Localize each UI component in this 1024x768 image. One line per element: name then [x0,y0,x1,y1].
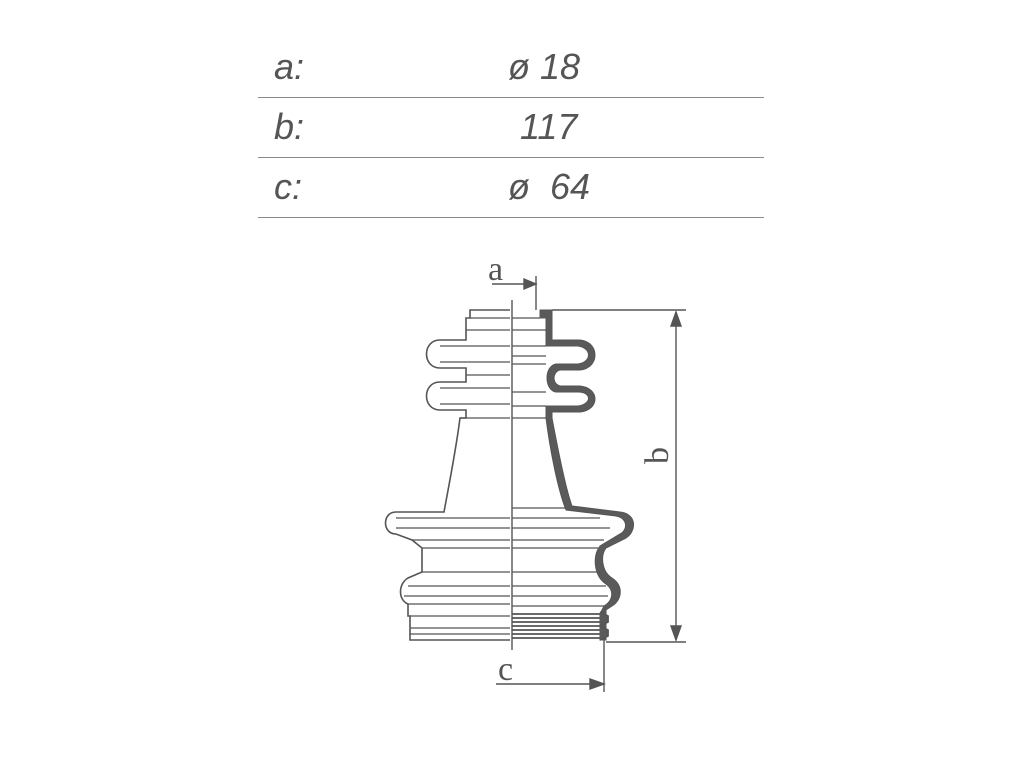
dimension-letter-b: b [639,447,676,464]
boot-bottom-ribs [512,611,609,641]
dimension-value-a: ø 18 [508,46,581,87]
dimension-row-b: b: 117 [258,98,764,158]
dimension-value-b: 117 [520,106,578,147]
dimension-row-a: a: ø 18 [258,38,764,98]
dimension-letter-a: a [488,251,503,288]
boot-feature-lines [396,317,510,635]
dimension-table: a: ø 18 b: 117 c: ø 64 [258,38,764,218]
dimension-c [496,640,607,692]
dimension-label-b: b: [274,106,305,147]
boot-outer-profile [384,309,510,641]
dimension-letter-c: c [498,651,513,688]
dimension-row-c: c: ø 64 [258,158,764,218]
dimension-label-c: c: [274,166,303,207]
dimension-value-c: ø 64 [508,166,591,207]
boot-section-wall [539,309,634,641]
dimension-a [492,276,538,310]
boot-section-lines [512,317,610,607]
dimension-b [552,309,686,643]
dimension-label-a: a: [274,46,305,87]
